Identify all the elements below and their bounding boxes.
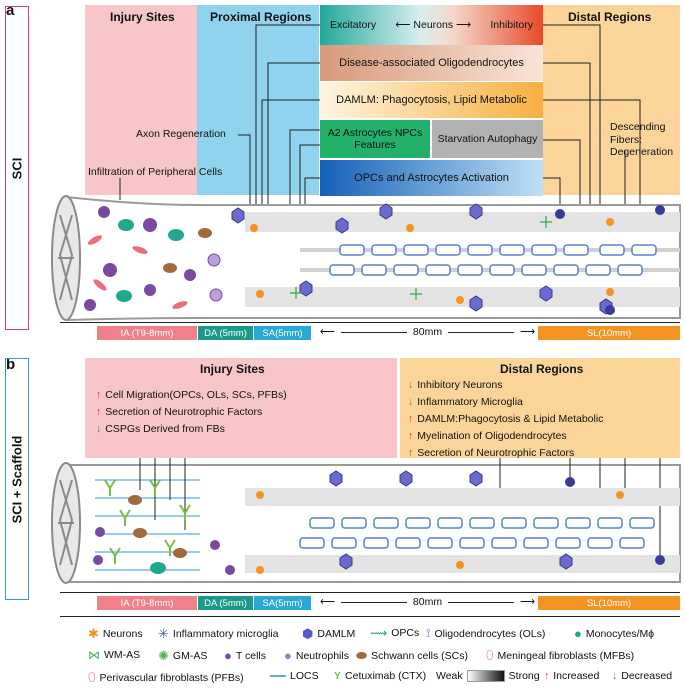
inhibitory-label: Inhibitory: [490, 18, 533, 31]
opc-icon: ⟿: [370, 626, 388, 640]
panel-a-letter: a: [6, 2, 15, 19]
legend-damlm: ⬢DAMLM: [302, 626, 356, 641]
panel-b-scale-sa: SA(5mm): [254, 596, 311, 610]
a2-astrocytes-box: A2 Astrocytes NPCs Features: [320, 120, 430, 158]
legend-locs: LOCS: [270, 670, 319, 682]
legend-wmas: ⋈WM-AS: [88, 648, 141, 662]
panel-b-injury-title: Injury Sites: [200, 362, 265, 376]
strength-gradient-bar: [466, 670, 505, 682]
panel-b-side-label: SCI + Scaffold: [5, 358, 29, 600]
microglia-icon: ✳: [158, 626, 169, 641]
neurons-row: Excitatory ⟵ Neurons ⟶ Inhibitory: [320, 5, 543, 45]
wm-astrocyte-icon: ⋈: [88, 648, 100, 662]
legend-neutrophils: ●Neutrophils: [284, 648, 349, 663]
panel-b-distal-list: ↓Inhibitory Neurons ↓Inflammatory Microg…: [408, 376, 603, 461]
panel-b-scale-ia: IA (T9-8mm): [97, 596, 197, 610]
starvation-box: Starvation Autophagy: [432, 120, 543, 158]
down-arrow-icon: ↓: [612, 670, 618, 682]
t-cell-icon: ●: [224, 648, 232, 663]
distal-item: ↑Secretion of Neurotrophic Factors: [408, 446, 575, 459]
panel-b-distal-title: Distal Regions: [500, 362, 584, 376]
schwann-cell-icon: ⬬: [356, 648, 368, 663]
legend-tcells: ●T cells: [224, 648, 267, 663]
disease-olig-box: Disease-associated Oligodendrocytes: [320, 45, 543, 81]
panel-a-spinal-cord: [51, 195, 681, 321]
injury-item: ↑Cell Migration(OPCs, OLs, SCs, PFBs): [96, 388, 287, 401]
panel-b-scale-sl: SL(10mm): [538, 596, 680, 610]
strong-label: Strong: [508, 670, 540, 682]
panel-b-spinal-cord: [51, 458, 681, 584]
panel-b-distal-box: [400, 358, 680, 458]
neutrophil-icon: ●: [284, 648, 292, 663]
locs-icon: [270, 675, 286, 677]
injury-item: ↑Secretion of Neurotrophic Factors: [96, 405, 263, 418]
weak-label: Weak: [436, 670, 463, 682]
cetuximab-icon: Y: [334, 670, 342, 682]
descending-fibers-label: Descending Fibers: Degeneration: [610, 121, 674, 159]
panel-b-letter: b: [6, 356, 16, 373]
excitatory-label: Excitatory: [330, 18, 377, 31]
opcs-activation-box: OPCs and Astrocytes Activation: [320, 160, 543, 196]
oligodendrocyte-icon: ⟟: [426, 626, 431, 640]
panel-b-scale-distance: ⟵ 80mm ⟶: [320, 596, 535, 608]
distal-item: ↑DAMLM:Phagocytosis & Lipid Metabolic: [408, 412, 604, 425]
legend-neurons: ✱Neurons: [88, 626, 143, 641]
panel-a-scale-sa: SA(5mm): [254, 326, 311, 340]
injury-region-bg: [85, 5, 197, 195]
distal-item: ↓Inhibitory Neurons: [408, 378, 503, 391]
panel-a-scale-sl: SL(10mm): [538, 326, 680, 340]
legend-gradient: Weak Strong: [436, 670, 540, 682]
distal-item: ↑Myelination of Oligodendrocytes: [408, 429, 567, 442]
panel-b-scale-da: DA (5mm): [198, 596, 253, 610]
distal-region-title: Distal Regions: [568, 10, 652, 24]
panel-b-injury-box: [85, 358, 397, 458]
legend-gmas: ✺GM-AS: [158, 648, 208, 663]
neuron-icon: ✱: [88, 626, 99, 641]
legend-monocytes: ●Monocytes/Mϕ: [574, 626, 655, 641]
panel-b-injury-list: ↑Cell Migration(OPCs, OLs, SCs, PFBs) ↑S…: [96, 386, 287, 437]
panel-a-scale-distance: ⟵ 80mm ⟶: [320, 326, 535, 338]
panel-a-scale-ia: IA (T9-8mm): [97, 326, 197, 340]
legend-increased: ↑Increased: [544, 670, 600, 682]
panel-b-scale-line: [60, 592, 680, 593]
panel-a-scale-da: DA (5mm): [198, 326, 253, 340]
damlm-box: DAMLM: Phagocytosis, Lipid Metabolic: [320, 82, 543, 118]
up-arrow-icon: ↑: [544, 670, 550, 682]
monocyte-icon: ●: [574, 626, 582, 641]
legend-pfbs: ⬯Perivascular fibroblasts (PFBs): [88, 670, 244, 684]
perivascular-fibroblast-icon: ⬯: [88, 670, 96, 684]
meningeal-fibroblast-icon: ⬯: [486, 648, 494, 662]
injury-item: ↓CSPGs Derived from FBs: [96, 422, 225, 435]
damlm-icon: ⬢: [302, 626, 314, 641]
axon-regeneration-label: Axon Regeneration: [136, 128, 226, 140]
infiltration-label: Infiltration of Peripheral Cells: [88, 166, 223, 178]
legend-opcs: ⟿OPCs: [370, 626, 420, 640]
distal-item: ↓Inflammatory Microglia: [408, 395, 523, 408]
gm-astrocyte-icon: ✺: [158, 648, 169, 663]
legend-microglia: ✳Inflammatory microglia: [158, 626, 279, 641]
panel-a-scale-line: [60, 322, 680, 323]
legend-divider: [60, 616, 680, 617]
legend-schwann: ⬬Schwann cells (SCs): [356, 648, 468, 663]
proximal-region-title: Proximal Regions: [210, 10, 312, 24]
neurons-label: ⟵ Neurons ⟶: [395, 18, 472, 31]
legend-ols: ⟟Oligodendrocytes (OLs): [426, 626, 546, 640]
panel-a-side-label: SCI: [5, 6, 29, 330]
injury-region-title: Injury Sites: [110, 10, 175, 24]
legend-mfbs: ⬯Meningeal fibroblasts (MFBs): [486, 648, 635, 662]
legend-decreased: ↓Decreased: [612, 670, 673, 682]
